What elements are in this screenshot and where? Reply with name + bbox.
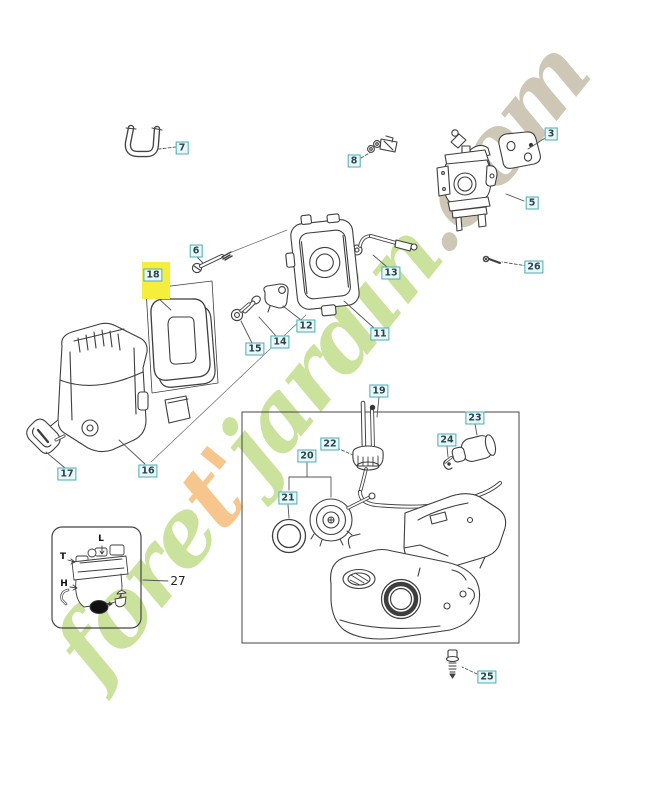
part-18-filter-element — [145, 280, 219, 424]
part-label-21: 21 — [278, 491, 298, 505]
part-label-20: 20 — [297, 449, 317, 463]
part-label-13: 13 — [381, 266, 401, 280]
part-label-15: 15 — [245, 342, 265, 356]
part-26-screw — [482, 255, 501, 264]
part-label-26: 26 — [524, 260, 544, 274]
part-16-cover — [45, 322, 149, 453]
part-label-8: 8 — [347, 154, 361, 168]
leader-lines — [45, 137, 546, 675]
part-24-clip — [443, 459, 453, 470]
part-13-cable — [351, 234, 418, 256]
part-label-27: 27 — [170, 574, 186, 588]
part-label-23: 23 — [465, 411, 485, 425]
inset-27-box — [51, 526, 142, 629]
part-label-5: 5 — [525, 196, 539, 210]
part-label-6: 6 — [189, 244, 203, 258]
part-label-7: 7 — [175, 141, 189, 155]
fuel-tank-inset-box — [241, 411, 520, 644]
part-label-3: 3 — [544, 127, 558, 141]
part-17-knob — [26, 418, 66, 455]
fuel-tank — [330, 493, 507, 640]
part-7-fuel-line — [124, 124, 163, 158]
part-21-oring — [271, 518, 307, 554]
part-22-grommet — [352, 445, 384, 471]
part-5-carburetor — [436, 129, 498, 232]
part-label-16: 16 — [138, 464, 158, 478]
part-label-24: 24 — [437, 433, 457, 447]
part-label-14: 14 — [270, 335, 290, 349]
part-label-L: L — [98, 534, 104, 544]
part-14-collar — [242, 295, 261, 314]
part-20-fuel-cap — [309, 492, 376, 547]
part-label-18: 18 — [143, 268, 163, 282]
part-label-19: 19 — [369, 384, 389, 398]
part-12-choke-lever — [263, 283, 289, 313]
part-11-backplate — [285, 213, 360, 317]
part-8-clamp — [367, 135, 398, 153]
part-label-17: 17 — [57, 467, 77, 481]
part-label-12: 12 — [296, 319, 316, 333]
part-label-H: H — [60, 579, 68, 589]
part-25-screw — [445, 649, 460, 679]
part-label-T: T — [59, 552, 67, 562]
part-3-gasket — [498, 131, 541, 169]
part-label-25: 25 — [477, 670, 497, 684]
part-label-11: 11 — [370, 327, 390, 341]
part-label-22: 22 — [320, 437, 340, 451]
part-6-bolt — [191, 251, 233, 274]
inset-27-carb-sketch — [60, 544, 129, 614]
part-15-screw — [230, 302, 251, 322]
part-23-fuel-filter — [443, 434, 497, 464]
